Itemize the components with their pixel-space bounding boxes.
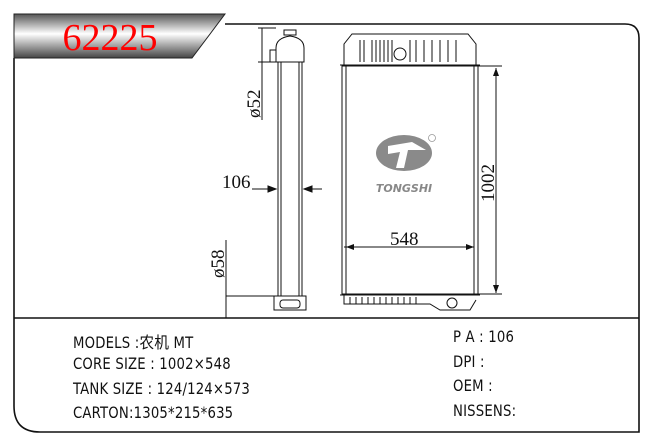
spec-carton: CARTON:1305*215*635: [73, 403, 234, 422]
spec-tank-size: TANK SIZE : 124/124×573: [73, 379, 251, 398]
tank-top-diameter-label: ø52: [244, 90, 265, 119]
spec-nissens: NISSENS:: [453, 401, 517, 420]
arrow-down-icon: [493, 285, 499, 293]
core-width-label: 548: [390, 229, 419, 250]
part-number: 62225: [63, 17, 158, 59]
front-view: [340, 33, 502, 311]
side-width-label: 106: [222, 172, 251, 193]
arrow-left-icon: [346, 244, 354, 250]
arrow-right-icon: [466, 244, 474, 250]
spec-core-size: CORE SIZE : 1002×548: [73, 354, 231, 373]
spec-models: MODELS :农机 MT: [73, 333, 194, 352]
tongshi-logo: TONGSHI: [376, 134, 436, 195]
tank-bottom-diameter-label: ø58: [208, 250, 229, 279]
spec-oem: OEM :: [453, 376, 493, 395]
arrow-up-icon: [493, 68, 499, 76]
tank-fins: [349, 40, 457, 304]
spec-pa: P A : 106: [453, 327, 515, 346]
logo-text: TONGSHI: [376, 182, 432, 195]
part-number-banner: 62225: [13, 13, 226, 59]
side-view: [225, 27, 322, 318]
spec-dpi: DPI :: [453, 352, 485, 371]
core-height-label: 1002: [478, 164, 499, 202]
frame: [13, 23, 640, 433]
